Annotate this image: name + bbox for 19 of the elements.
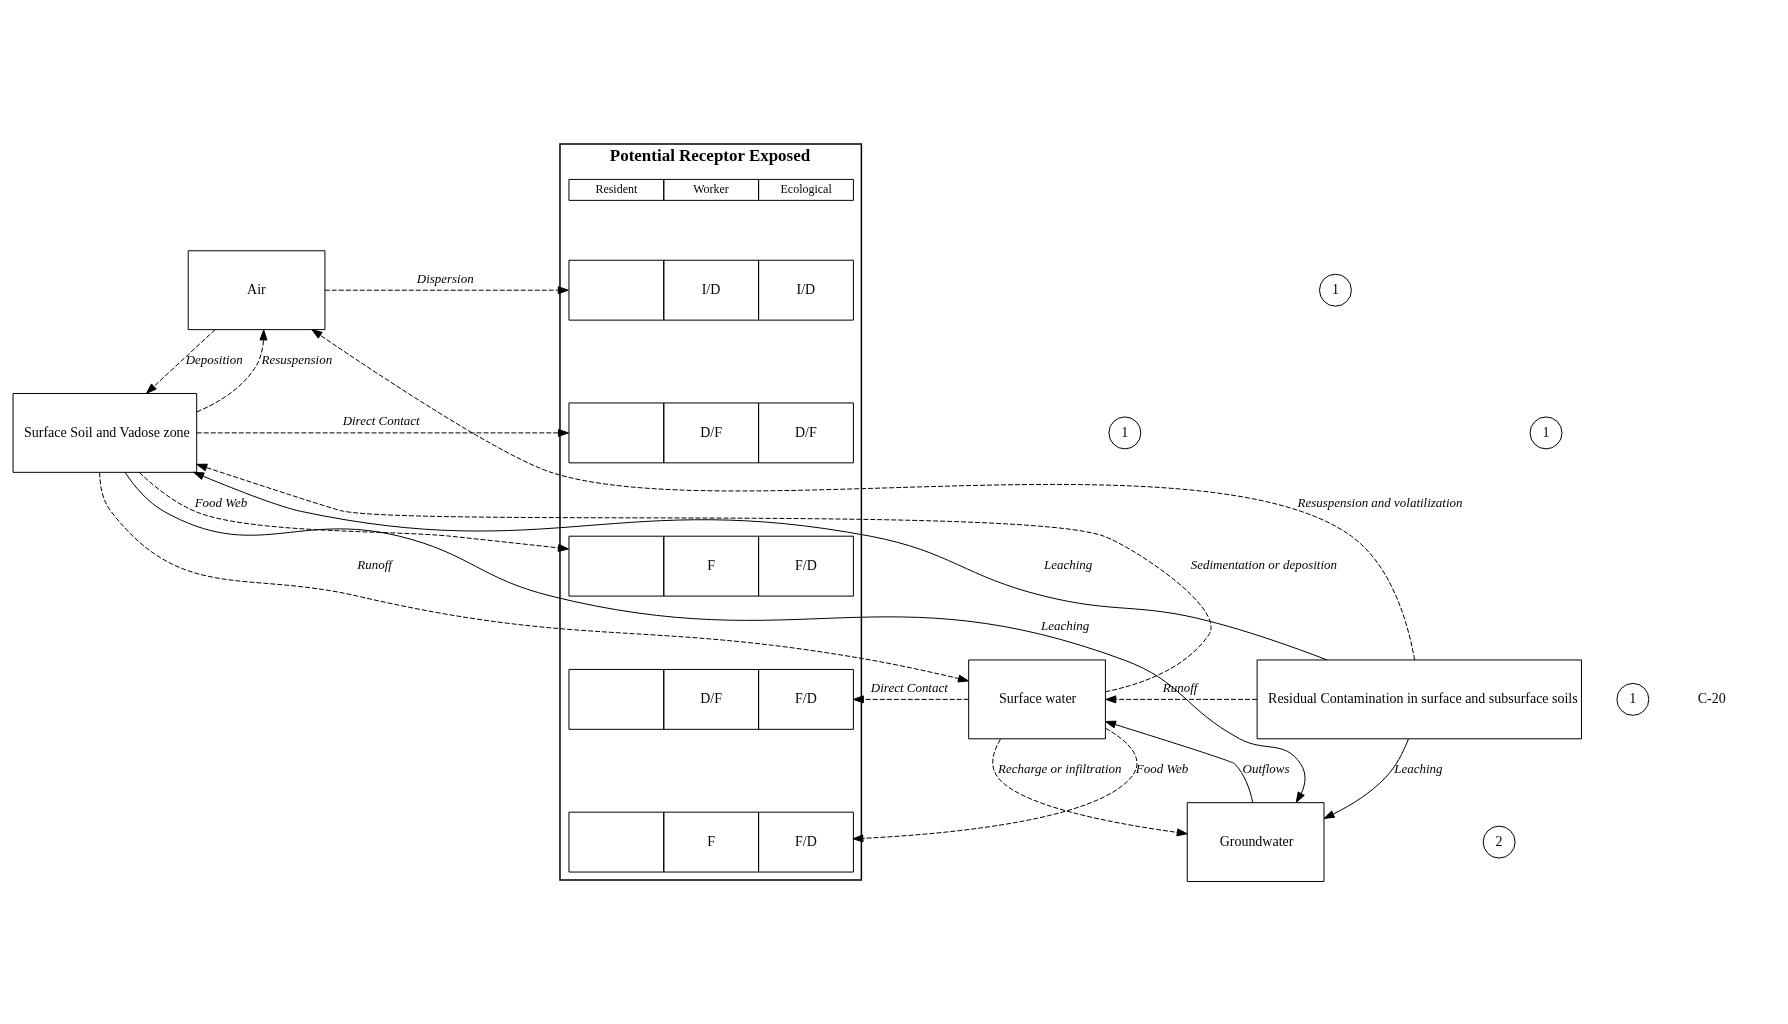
edge-label: Recharge or infiltration <box>998 761 1122 777</box>
edge-label: Leaching <box>1394 761 1443 777</box>
edge-label: Food Web <box>194 494 248 510</box>
edge-label: Outflows <box>1242 761 1290 777</box>
label: Worker <box>693 181 729 196</box>
label: C-20 <box>1697 691 1726 707</box>
edge-label: Resuspension <box>261 351 333 367</box>
edge-label: Direct Contact <box>870 679 948 695</box>
edge-label: Direct Contact <box>342 413 420 429</box>
edge-label: Deposition <box>185 351 243 367</box>
edge-label: Leaching <box>1041 618 1090 634</box>
edge-label: Leaching <box>1044 556 1093 572</box>
edge-label: Resuspension and volatilization <box>1297 494 1463 510</box>
edge-label: Runoff <box>357 556 392 572</box>
label: Ecological <box>780 181 832 196</box>
edge-label: Dispersion <box>416 270 474 286</box>
edge-label: Food Web <box>1135 761 1189 777</box>
edge-label: Sedimentation or deposition <box>1190 556 1337 572</box>
label: Resident <box>595 181 638 196</box>
